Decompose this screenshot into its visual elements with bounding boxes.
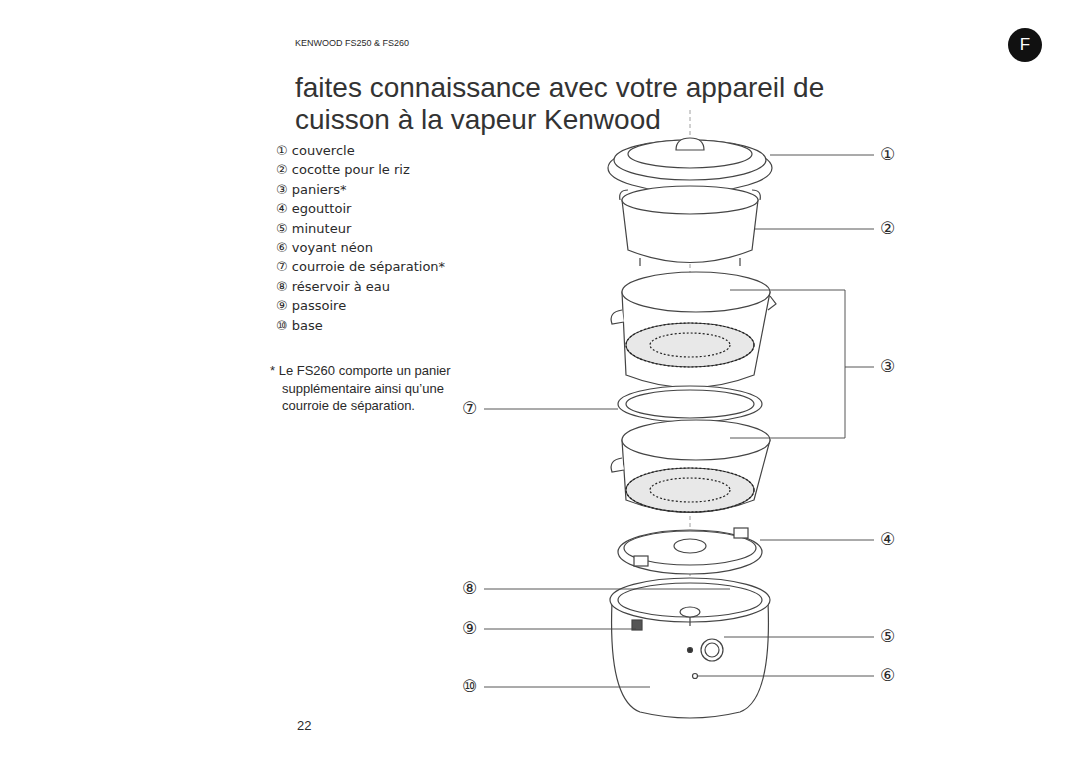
callout-number: ⑨ bbox=[462, 618, 477, 638]
callout-number: ③ bbox=[880, 356, 895, 376]
part-list-item: ③ paniers* bbox=[276, 182, 346, 198]
part-list-item: ⑩ base bbox=[276, 318, 323, 334]
part-list-item: ② cocotte pour le riz bbox=[276, 162, 410, 178]
callout-number: ① bbox=[880, 144, 895, 164]
callout-number: ⑩ bbox=[462, 676, 477, 696]
footnote: * Le FS260 comporte un panier supplément… bbox=[270, 362, 487, 415]
part-list-item: ⑦ courroie de séparation* bbox=[276, 259, 445, 275]
page-number: 22 bbox=[297, 718, 311, 734]
part-list-item: ⑥ voyant néon bbox=[276, 240, 373, 256]
callout-number: ⑤ bbox=[880, 626, 895, 646]
callout-number: ⑦ bbox=[462, 398, 477, 418]
language-badge: F bbox=[1008, 28, 1042, 62]
part-list-item: ⑨ passoire bbox=[276, 298, 346, 314]
part-list-item: ⑤ minuteur bbox=[276, 221, 351, 237]
page-title: faites connaissance avec votre appareil … bbox=[295, 72, 830, 136]
callout-number: ⑥ bbox=[880, 665, 895, 685]
header-text: KENWOOD FS250 & FS260 bbox=[295, 38, 409, 49]
part-list-item: ④ egouttoir bbox=[276, 201, 351, 217]
callout-number: ② bbox=[880, 218, 895, 238]
badge-letter: F bbox=[1020, 35, 1030, 55]
part-list-item: ⑧ réservoir à eau bbox=[276, 279, 390, 295]
part-list-item: ① couvercle bbox=[276, 143, 355, 159]
callout-number: ⑧ bbox=[462, 578, 477, 598]
callout-number: ④ bbox=[880, 529, 895, 549]
